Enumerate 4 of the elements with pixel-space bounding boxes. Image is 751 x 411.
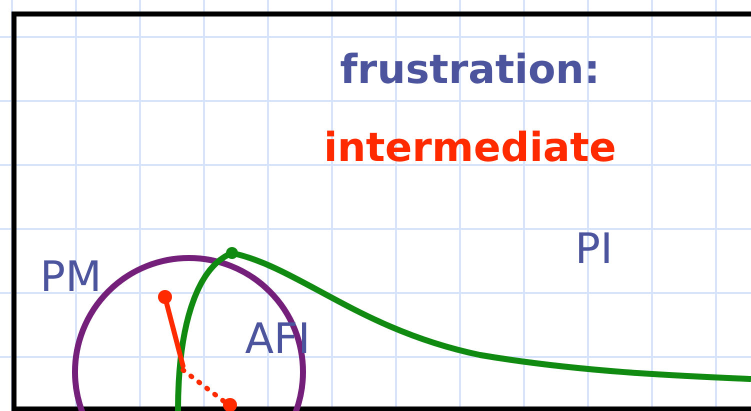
phase-label: PM (40, 256, 102, 298)
heading-text: frustration: (340, 50, 600, 90)
phase-label: PI (575, 228, 613, 270)
heading-text: intermediate (324, 128, 616, 168)
